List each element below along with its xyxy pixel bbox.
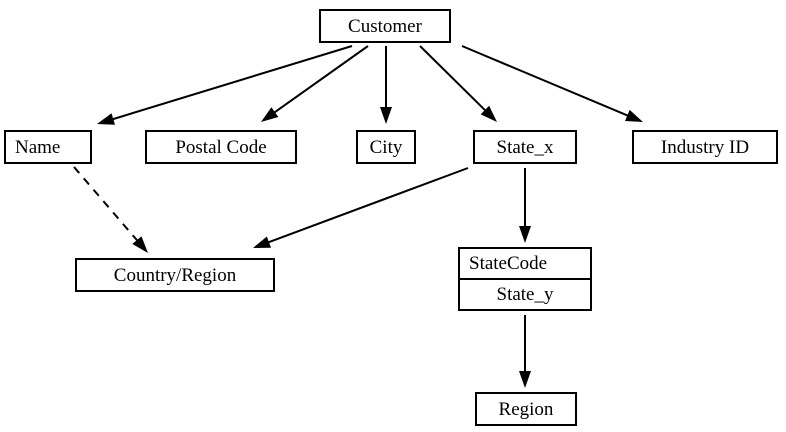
arrowhead-icon: [132, 236, 148, 253]
table-node-value: State_y: [496, 284, 554, 305]
node-label: Country/Region: [113, 264, 237, 286]
node-region[interactable]: Region: [475, 392, 577, 426]
arrowhead-icon: [625, 109, 643, 122]
edge-customer-to-industry-id: [461, 45, 643, 122]
node-label: City: [369, 136, 403, 158]
edge-name-to-country-region: [73, 166, 148, 253]
arrowhead-icon: [519, 371, 531, 388]
edge-line: [266, 167, 469, 244]
node-country-region[interactable]: Country/Region: [75, 258, 275, 292]
node-label: Industry ID: [660, 136, 750, 158]
node-industry-id[interactable]: Industry ID: [632, 130, 778, 164]
edge-line: [461, 45, 630, 118]
edge-state-x-to-country-region: [253, 167, 469, 248]
edge-customer-to-name: [97, 45, 353, 125]
edge-line: [73, 166, 139, 243]
node-label: Postal Code: [175, 136, 267, 158]
node-label: Name: [15, 136, 61, 158]
edge-line: [111, 45, 353, 121]
node-label: State_x: [496, 136, 554, 158]
edge-customer-to-city: [380, 46, 392, 124]
arrowhead-icon: [97, 113, 116, 125]
node-label: Customer: [348, 15, 422, 37]
node-postal-code[interactable]: Postal Code: [145, 130, 297, 164]
node-name[interactable]: Name: [4, 130, 92, 164]
arrowhead-icon: [261, 107, 279, 122]
edge-line: [272, 45, 369, 115]
edge-statecode-to-region: [519, 315, 531, 388]
arrowhead-icon: [380, 107, 392, 124]
arrowhead-icon: [519, 226, 531, 243]
edge-customer-to-postal-code: [261, 45, 369, 122]
node-city[interactable]: City: [356, 130, 416, 164]
node-state-x[interactable]: State_x: [473, 130, 577, 164]
arrowhead-icon: [480, 105, 497, 122]
table-node-header: StateCode: [460, 249, 590, 280]
node-customer[interactable]: Customer: [319, 9, 451, 43]
arrowhead-icon: [253, 236, 272, 248]
edge-line: [419, 45, 488, 113]
edge-customer-to-state-x: [419, 45, 497, 122]
edge-state-x-to-statecode: [519, 168, 531, 243]
node-label: Region: [498, 398, 554, 420]
